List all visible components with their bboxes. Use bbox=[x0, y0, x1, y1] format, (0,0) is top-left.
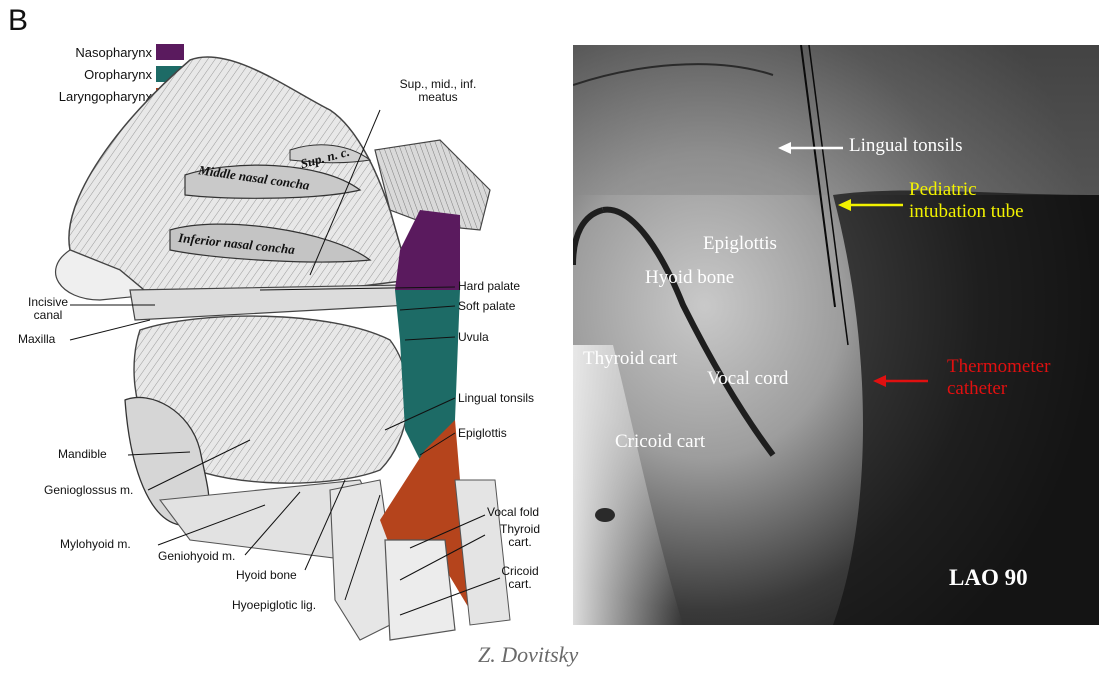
label-meatus: Sup., mid., inf. meatus bbox=[378, 78, 498, 104]
nasopharynx-region bbox=[395, 210, 460, 290]
label-hard-palate: Hard palate bbox=[458, 280, 520, 293]
xray-panel: Lingual tonsils Pediatric intubation tub… bbox=[573, 45, 1099, 625]
label-incisive-canal: Incisive canal bbox=[18, 296, 78, 322]
xray-view-label: LAO 90 bbox=[949, 567, 1028, 589]
label-vocal-fold: Vocal fold bbox=[487, 506, 539, 519]
xray-label-lingual-tonsils: Lingual tonsils bbox=[849, 135, 962, 157]
trachea bbox=[455, 480, 510, 625]
label-genioglossus: Genioglossus m. bbox=[44, 484, 133, 497]
larynx bbox=[385, 540, 455, 640]
label-maxilla: Maxilla bbox=[18, 333, 55, 346]
xray-label-thermometer: Thermometer catheter bbox=[947, 356, 1050, 400]
label-hyoid-bone: Hyoid bone bbox=[236, 569, 297, 582]
label-mandible: Mandible bbox=[58, 448, 107, 461]
label-epiglottis: Epiglottis bbox=[458, 427, 507, 440]
artist-signature: Z. Dovitsky bbox=[478, 642, 578, 668]
label-thyroid-cart: Thyroid cart. bbox=[480, 523, 560, 549]
xray-label-thyroid-cart: Thyroid cart bbox=[583, 348, 677, 370]
xray-label-hyoid-bone: Hyoid bone bbox=[645, 267, 734, 289]
label-uvula: Uvula bbox=[458, 331, 489, 344]
label-lingual-tonsils: Lingual tonsils bbox=[458, 392, 534, 405]
label-mylohyoid: Mylohyoid m. bbox=[60, 538, 131, 551]
xray-label-cricoid-cart: Cricoid cart bbox=[615, 431, 705, 453]
xray-label-pediatric-tube: Pediatric intubation tube bbox=[909, 179, 1024, 223]
label-cricoid-cart: Cricoid cart. bbox=[480, 565, 560, 591]
xray-label-epiglottis: Epiglottis bbox=[703, 233, 777, 255]
label-soft-palate: Soft palate bbox=[458, 300, 515, 313]
xray-image bbox=[573, 45, 1099, 625]
label-geniohyoid: Geniohyoid m. bbox=[158, 550, 235, 563]
xray-label-vocal-cord: Vocal cord bbox=[707, 368, 788, 390]
label-hyoepiglottic: Hyoepiglotic lig. bbox=[232, 599, 316, 612]
